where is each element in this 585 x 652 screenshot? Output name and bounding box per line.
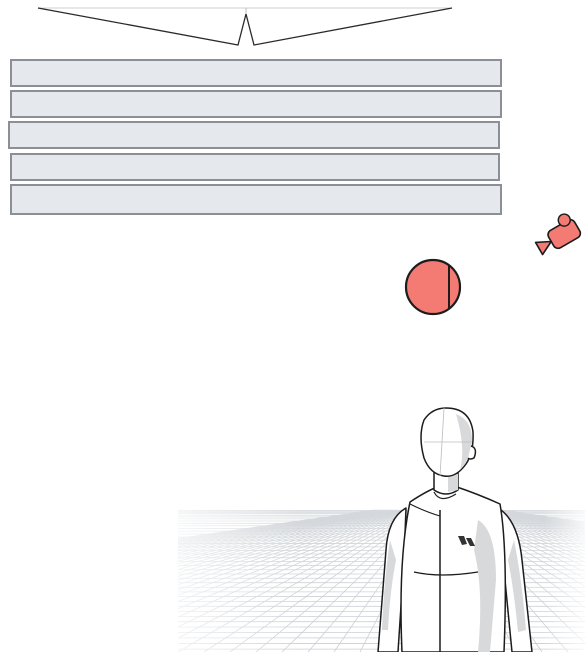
stack-panel-1[interactable]	[10, 59, 502, 87]
panel-stack	[0, 0, 585, 230]
3d-viewport[interactable]	[178, 400, 585, 652]
viewport-scene	[178, 400, 585, 652]
stack-panel-5[interactable]	[10, 184, 502, 215]
stack-panel-4[interactable]	[10, 153, 500, 181]
camera-icon[interactable]	[532, 208, 585, 266]
stack-panel-3[interactable]	[8, 121, 500, 149]
stack-panel-2[interactable]	[10, 90, 502, 118]
record-button[interactable]	[404, 258, 462, 316]
